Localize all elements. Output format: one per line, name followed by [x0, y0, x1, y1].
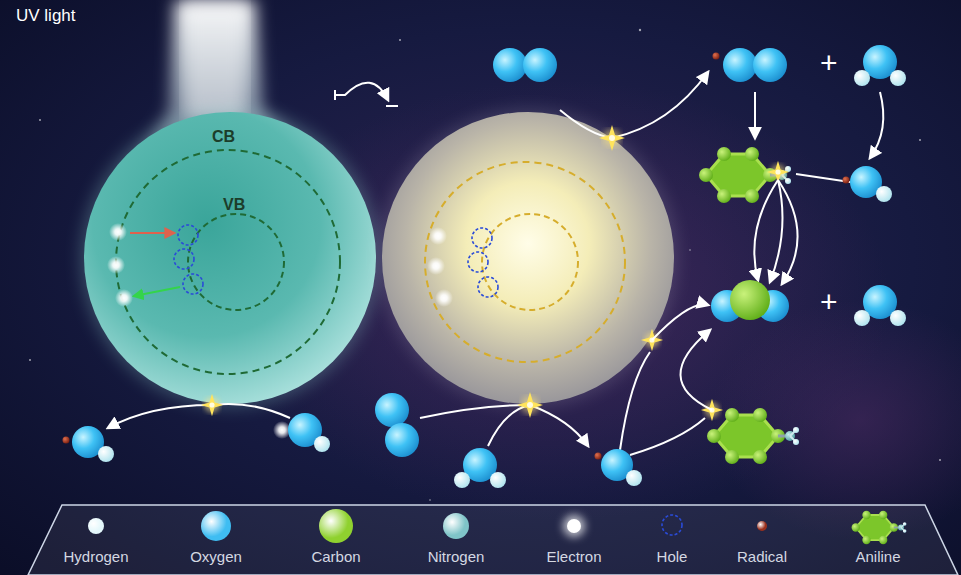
text-wrap: VB	[223, 196, 245, 214]
legend-swatch	[201, 511, 231, 541]
band-label: CB	[212, 128, 235, 145]
text-wrap: CB	[212, 128, 235, 146]
text-wrap: +	[820, 285, 838, 319]
text-wrap: Hole	[657, 548, 688, 566]
legend-text: Electron	[546, 548, 601, 565]
text-wrap: Radical	[737, 548, 787, 566]
legend-swatch	[88, 518, 104, 534]
legend-text: Aniline	[855, 548, 900, 565]
light-label: UV light	[16, 6, 76, 25]
legend-text: Radical	[737, 548, 787, 565]
legend-swatch	[757, 521, 767, 531]
legend-text: Nitrogen	[428, 548, 485, 565]
plus-sign: +	[820, 46, 838, 79]
text-wrap: Oxygen	[190, 548, 242, 566]
text-wrap: UV light	[16, 6, 76, 26]
legend-text: Hole	[657, 548, 688, 565]
legend-swatch	[567, 519, 581, 533]
text-wrap: Aniline	[855, 548, 900, 566]
legend-text: Hydrogen	[63, 548, 128, 565]
legend-text: Carbon	[311, 548, 360, 565]
plus-sign: +	[820, 285, 838, 318]
legend-text: Oxygen	[190, 548, 242, 565]
text-wrap: Carbon	[311, 548, 360, 566]
text-wrap: Nitrogen	[428, 548, 485, 566]
text-wrap: Electron	[546, 548, 601, 566]
band-label: VB	[223, 196, 245, 213]
text-wrap: Hydrogen	[63, 548, 128, 566]
semiconductor-particle: CB VB	[84, 112, 376, 404]
legend-swatch	[319, 509, 353, 543]
text-wrap: +	[820, 46, 838, 80]
legend-swatch	[443, 513, 469, 539]
